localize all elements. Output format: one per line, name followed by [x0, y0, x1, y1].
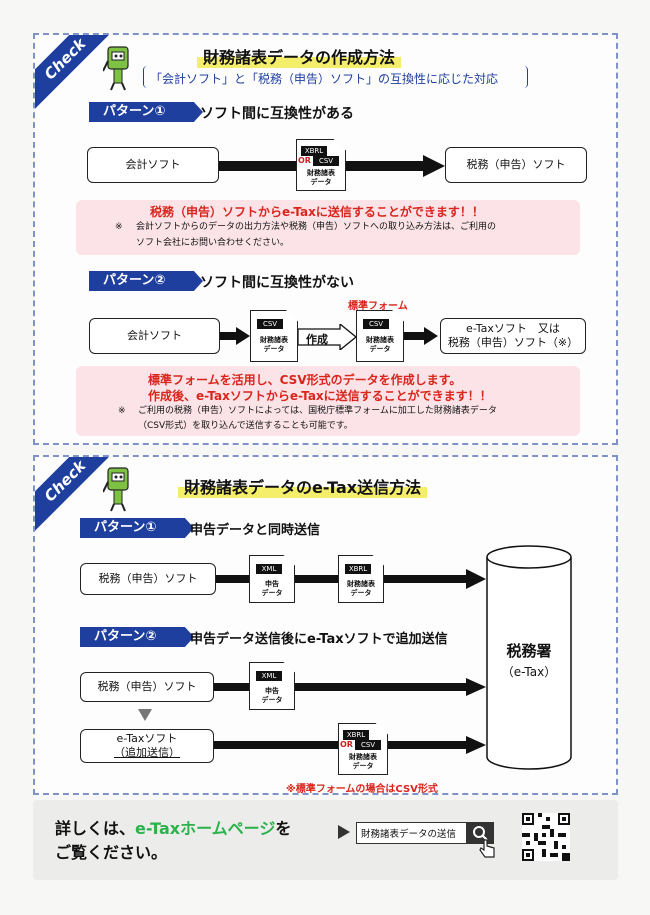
search-button[interactable]: [466, 822, 494, 844]
s2-pattern1-heading: 申告データと同時送信: [190, 523, 321, 538]
tax-office-cylinder: [486, 545, 572, 770]
qr-code-icon: [522, 813, 570, 861]
s1p2-highlight-1: 標準フォームを活用し、CSV形式のデータを作成します。: [148, 373, 462, 387]
footer-text-line1: 詳しくは、e-Taxホームページを: [55, 819, 292, 838]
s1p1-highlight: 税務（申告）ソフトからe-Taxに送信することができます！！: [150, 205, 484, 219]
std-form-label: 標準フォーム: [348, 301, 408, 312]
s2p2-doc-1: XML 申告 データ: [249, 662, 295, 710]
s2p2-arrow-1b: [295, 678, 486, 696]
search-box-text: 財務諸表データの送信: [361, 829, 457, 840]
s2p2-doc-2: XBRL OR CSV 財務諸表 データ: [338, 723, 388, 775]
tax-office-label: 税務署 （e-Tax）: [501, 642, 557, 679]
section1-title: 財務諸表データの作成方法: [197, 44, 402, 68]
footer-text-line2: ご覧ください。: [55, 843, 168, 862]
s1p2-accounting-box: 会計ソフト: [89, 318, 220, 354]
section1-subtitle: 「会計ソフト」と「税務（申告）ソフト」の互換性に応じた対応: [150, 72, 499, 86]
down-triangle-icon: [138, 709, 152, 721]
s1p2-etax-box: e-Taxソフト 又は 税務（申告）ソフト（※）: [440, 318, 586, 354]
s2p1-tax-box: 税務（申告）ソフト: [80, 563, 216, 595]
s1p2-highlight-box: [76, 366, 580, 436]
s1p2-note-2: （CSV形式）を取り込んで送信することも可能です。: [138, 421, 353, 431]
mascot-icon-2: [103, 467, 129, 512]
s1-pattern2-pill: パターン②: [89, 271, 203, 291]
s1p2-create-arrow: [298, 324, 356, 350]
s1p2-doc-1: CSV 財務諸表 データ: [250, 310, 298, 362]
s1-pattern1-pill: パターン①: [89, 102, 203, 122]
etax-homepage-link[interactable]: e-Taxホームページ: [135, 819, 276, 838]
s2-pattern2-heading: 申告データ送信後にe-Taxソフトで追加送信: [190, 632, 448, 647]
search-icon: [473, 826, 488, 841]
s2p1-doc-2: XBRL 財務諸表 データ: [338, 555, 384, 603]
s2-pattern1-pill: パターン①: [80, 518, 194, 538]
subtitle-bracket: [143, 66, 528, 88]
pointer-hand-icon: [479, 839, 495, 858]
s1p1-tax-box: 税務（申告）ソフト: [445, 147, 587, 183]
s1-pattern1-heading: ソフト間に互換性がある: [200, 106, 354, 122]
s1p1-note-mark: ※: [115, 222, 123, 232]
s1p1-doc: XBRL OR CSV 財務諸表 データ: [296, 139, 346, 191]
s2p2-arrow-1: [214, 683, 274, 691]
s1p1-note-2: ソフト会社にお問い合わせください。: [136, 238, 290, 248]
s1p2-note-mark: ※: [118, 406, 126, 416]
s1p2-note-1: ご利用の税務（申告）ソフトによっては、国税庁標準フォームに加工した財務諸表データ: [138, 406, 497, 416]
s1p2-create-label: 作成: [306, 333, 328, 346]
s2p1-doc-1: XML 申告 データ: [249, 555, 295, 603]
mascot-icon: [103, 46, 129, 91]
section2-title: 財務諸表データのe-Tax送信方法: [178, 474, 428, 498]
s1p2-arrow-2: [404, 327, 438, 345]
s2p2-footnote: ※標準フォームの場合はCSV形式: [286, 784, 438, 795]
s1p1-note-1: 会計ソフトからのデータの出力方法や税務（申告）ソフトへの取り込み方法は、ご利用の: [136, 222, 497, 232]
play-triangle-icon: [338, 825, 350, 839]
s1p2-doc-2: CSV 財務諸表 データ: [356, 310, 404, 362]
s1-pattern2-heading: ソフト間に互換性がない: [200, 275, 354, 291]
s1p1-highlight-box: [76, 200, 580, 255]
s1p2-arrow-1: [220, 327, 250, 345]
footer-panel: [33, 800, 618, 880]
s2-pattern2-pill: パターン②: [80, 627, 194, 647]
qr-code: [522, 813, 570, 861]
s2p2-etax-box: e-Taxソフト （追加送信）: [80, 729, 214, 763]
s2p2-tax-box: 税務（申告）ソフト: [80, 672, 214, 702]
s1p2-highlight-2: 作成後、e-Taxソフトからe-Taxに送信することができます！！: [148, 389, 492, 403]
s1p1-accounting-box: 会計ソフト: [87, 147, 219, 183]
